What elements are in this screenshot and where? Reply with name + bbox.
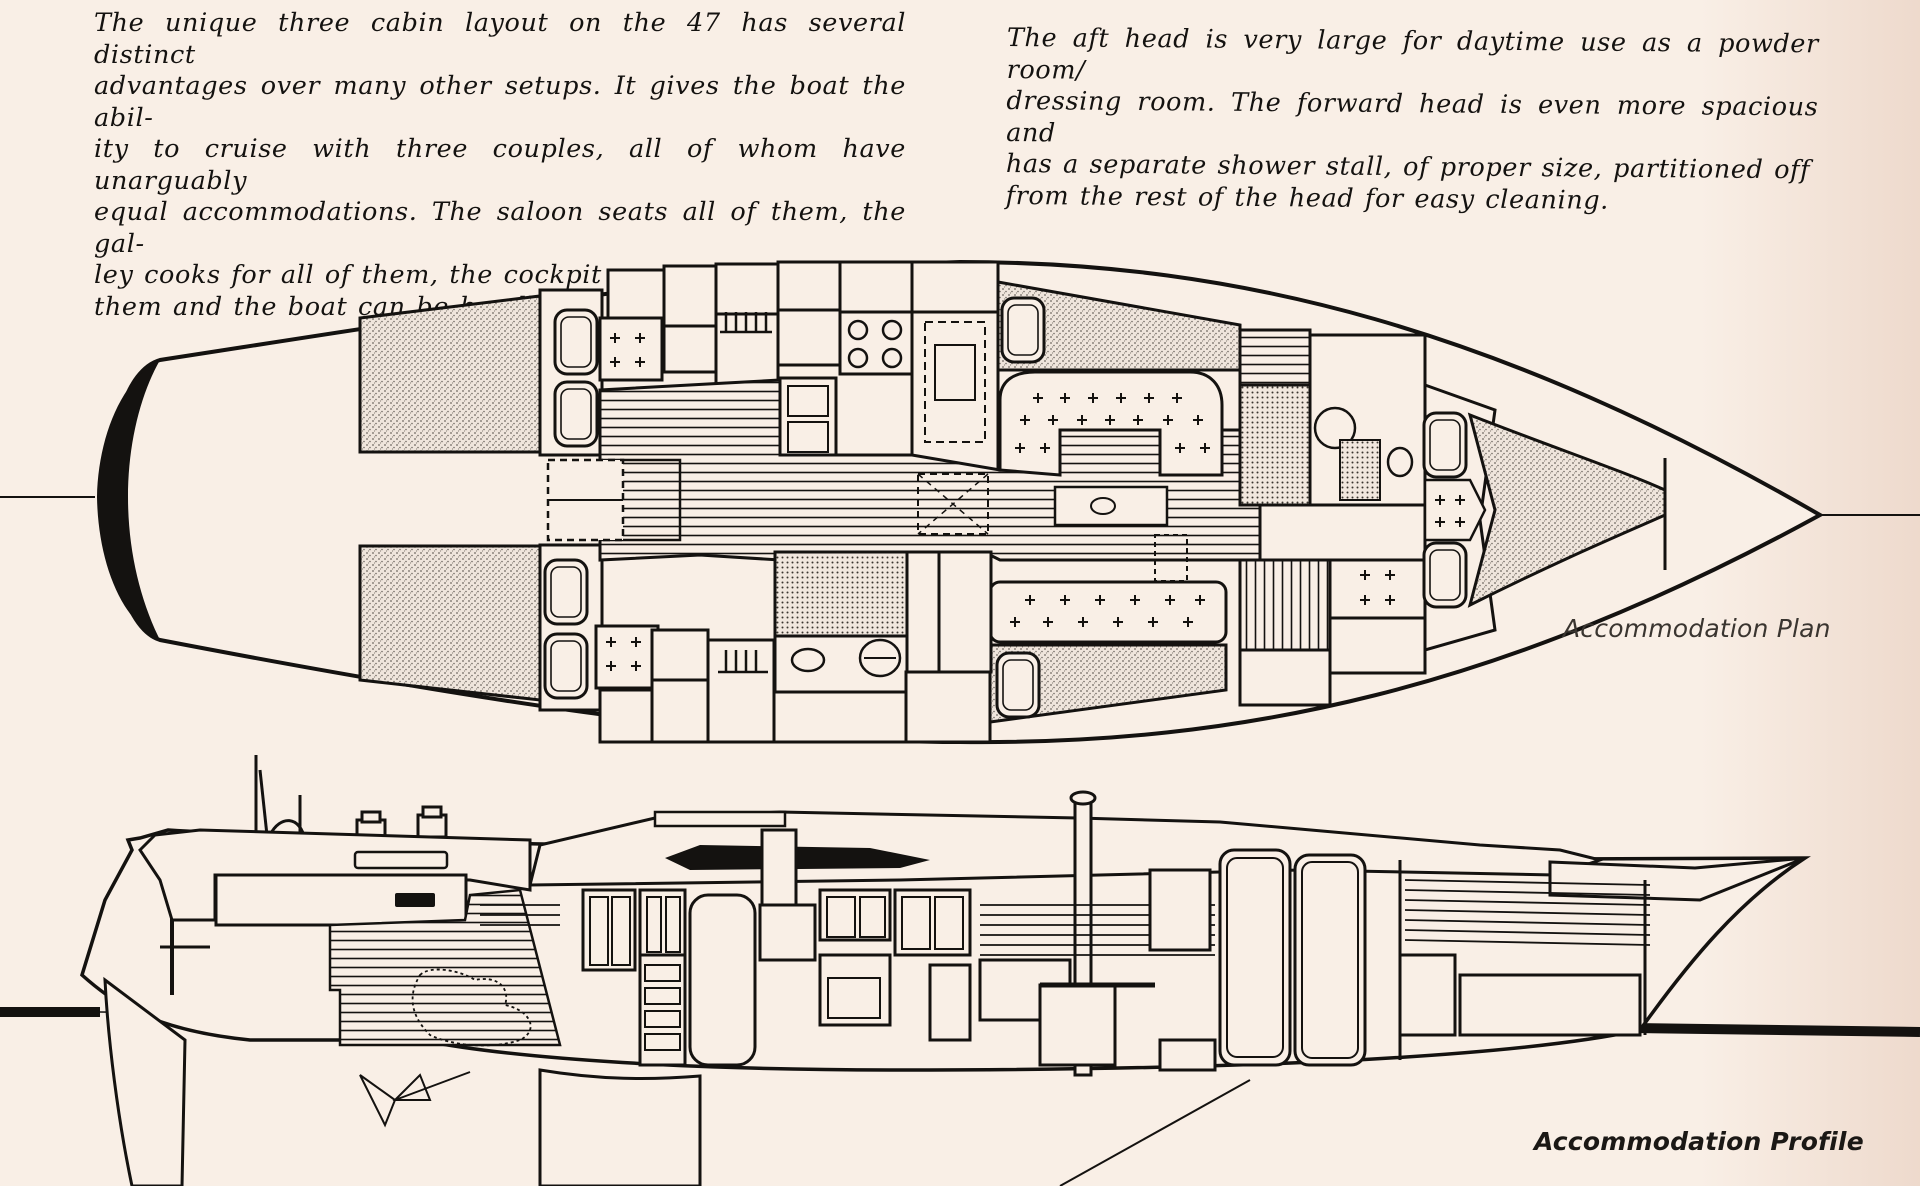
accommodation-profile <box>0 755 1920 1186</box>
plan-transom <box>97 360 160 640</box>
paragraph-line: ity to cruise with three couples, all of… <box>94 134 906 196</box>
paragraph-line: The unique three cabin layout on the 47 … <box>94 8 906 70</box>
accommodation-plan-caption: Accommodation Plan <box>1563 614 1831 643</box>
plan-bottom-lockers <box>598 628 992 744</box>
plan-galley-sinks <box>778 376 838 460</box>
intro-paragraph-left: The unique three cabin layout on the 47 … <box>94 8 906 323</box>
propeller <box>359 1071 471 1128</box>
plan-shower-stall <box>1238 383 1312 507</box>
paragraph-line: advantages over many other setups. It gi… <box>94 71 906 133</box>
accommodation-profile-caption: Accommodation Profile <box>1534 1127 1864 1156</box>
saloon-settee-starboard <box>988 580 1228 644</box>
accommodation-plan <box>0 259 1920 745</box>
paragraph-line: equal accommodations. The saloon seats a… <box>94 197 906 259</box>
aft-lazarette-starboard <box>358 544 542 702</box>
profile-keel <box>538 1068 702 1186</box>
aft-lazarette-port <box>358 294 542 454</box>
waterline-right <box>1629 1023 1920 1037</box>
